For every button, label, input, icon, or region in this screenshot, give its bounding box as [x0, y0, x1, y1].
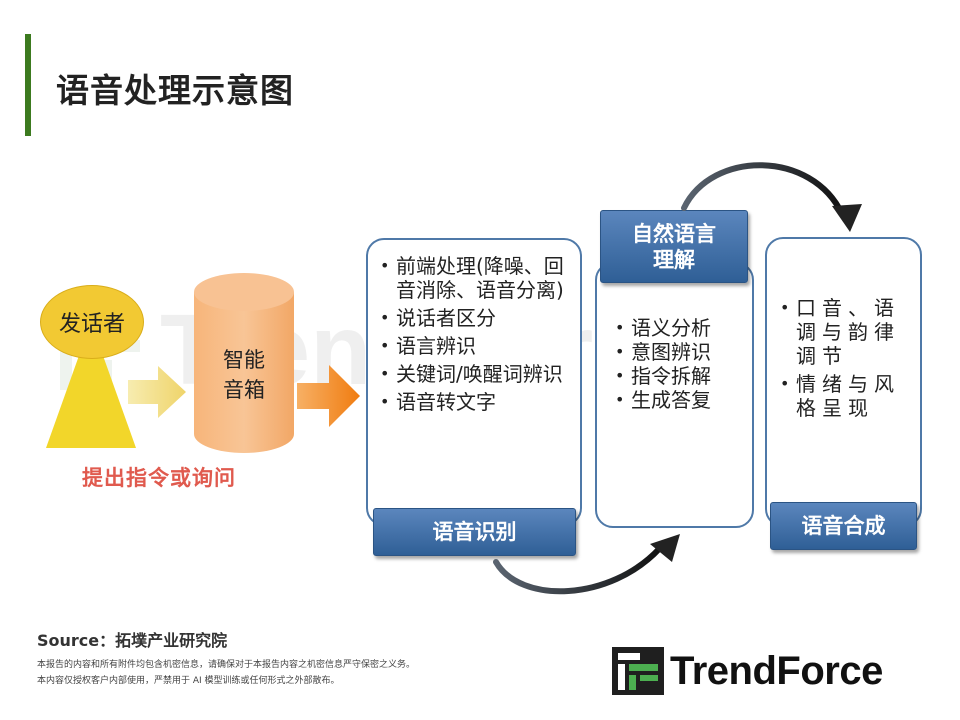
page-title: 语音处理示意图: [56, 71, 294, 110]
list-item: 说话者区分: [378, 306, 578, 330]
disclaimer-line-1: 本报告的内容和所有附件均包含机密信息，请确保对于本报告内容之机密信息严守保密之义…: [37, 660, 416, 670]
list-item: 语音转文字: [378, 390, 578, 414]
smart-speaker-label: 智能 音箱: [223, 348, 265, 402]
list-item: 语义分析: [613, 316, 748, 340]
arrow-right-yellow-icon: [128, 366, 186, 418]
logo-text: TrendForce: [670, 648, 883, 693]
source-note: Source：拓墣产业研究院: [37, 631, 228, 650]
list-item: 指令拆解: [613, 364, 748, 388]
speaker-action-text: 提出指令或询问: [82, 466, 236, 490]
smart-speaker-cylinder: [194, 273, 294, 453]
tts-label: 语音合成: [770, 502, 917, 550]
trendforce-mark-icon: [612, 647, 664, 695]
list-item: 情绪与风格呈现: [778, 372, 918, 420]
asr-item-list: 前端处理(降噪、回音消除、语音分离) 说话者区分 语言辨识 关键词/唤醒词辨识 …: [378, 254, 578, 418]
asr-label: 语音识别: [373, 508, 576, 556]
nlu-item-list: 语义分析 意图辨识 指令拆解 生成答复: [613, 316, 748, 412]
title-accent-bar: [25, 34, 31, 136]
nlu-label: 自然语言 理解: [600, 210, 748, 283]
tts-item-list: 口音、语调与韵律调节 情绪与风格呈现: [778, 296, 918, 424]
list-item: 意图辨识: [613, 340, 748, 364]
list-item: 前端处理(降噪、回音消除、语音分离): [378, 254, 578, 302]
list-item: 关键词/唤醒词辨识: [378, 362, 578, 386]
arrow-right-orange-icon: [297, 365, 360, 427]
curve-arrow-bottom-head-icon: [650, 534, 680, 562]
list-item: 生成答复: [613, 388, 748, 412]
trendforce-logo: TrendForce: [612, 645, 932, 697]
speaker-label: 发话者: [58, 312, 125, 337]
list-item: 语言辨识: [378, 334, 578, 358]
list-item: 口音、语调与韵律调节: [778, 296, 918, 368]
curve-arrow-top-head-icon: [832, 204, 862, 232]
curve-arrow-top-icon: [681, 162, 845, 217]
speaker-head: 发话者: [40, 285, 144, 359]
disclaimer-line-2: 本内容仅授权客户内部使用，严禁用于 AI 模型训练或任何形式之外部散布。: [37, 676, 340, 686]
